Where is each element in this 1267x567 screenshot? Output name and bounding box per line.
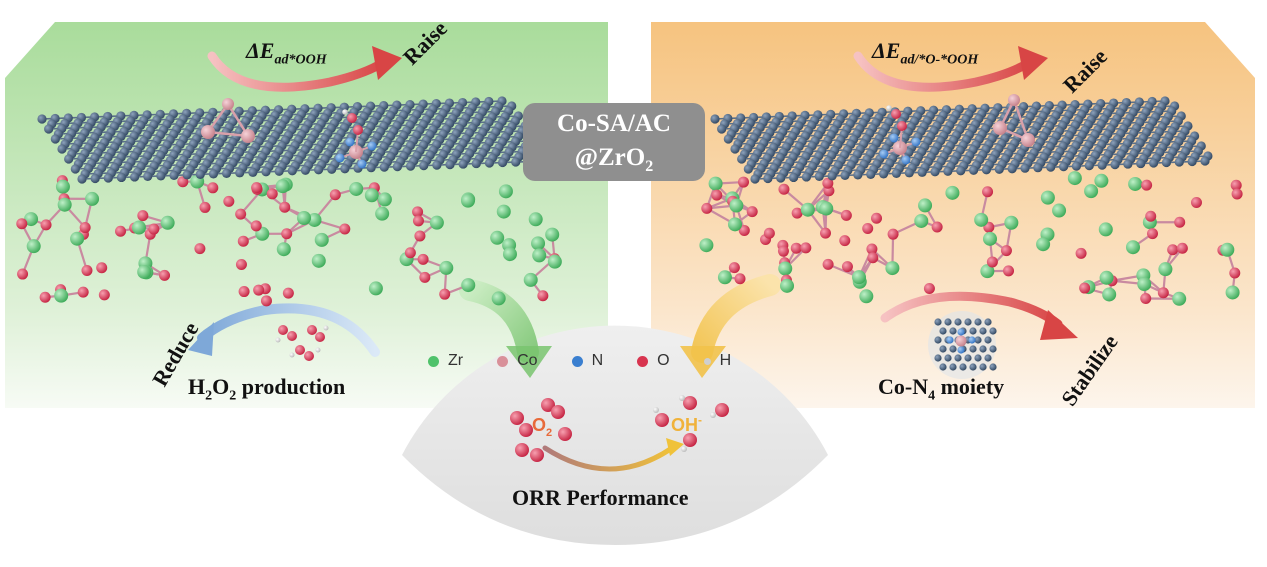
o2-label: O2 bbox=[532, 415, 552, 439]
left-co-sites bbox=[201, 98, 377, 169]
left-raise-arrow bbox=[207, 46, 402, 92]
right-co-sites bbox=[879, 94, 1035, 165]
legend-item-co: Co bbox=[497, 352, 538, 370]
stabilize-arrow bbox=[880, 291, 1078, 340]
zr-dot-icon bbox=[428, 355, 439, 367]
left-converge-arrow bbox=[459, 279, 552, 378]
orr-arc-background bbox=[402, 325, 828, 545]
legend-item-o: O bbox=[637, 352, 670, 370]
right-energy-label: ΔEad/*O-*OOH bbox=[872, 38, 979, 68]
legend-item-n: N bbox=[571, 352, 603, 370]
reduce-arrow bbox=[188, 303, 380, 357]
co-n4-moiety-label: Co-N4 moiety bbox=[878, 374, 1005, 404]
oh-label: OH- bbox=[671, 413, 702, 435]
right-raise-arrow bbox=[853, 46, 1048, 92]
o2-to-oh-arrowhead bbox=[666, 438, 684, 456]
o2-to-oh-curve bbox=[542, 445, 675, 472]
n-dot-icon bbox=[571, 355, 583, 367]
oh-molecules bbox=[653, 395, 729, 452]
catalyst-name: Co-SA/AC bbox=[557, 110, 671, 137]
legend-item-h: H bbox=[703, 352, 731, 370]
catalyst-label-badge: Co-SA/AC @ZrO2 bbox=[523, 103, 705, 181]
co-dot-icon bbox=[497, 355, 509, 367]
h2o2-production-label: H2O2 production bbox=[188, 374, 346, 404]
co-n4-moiety-icon bbox=[928, 311, 997, 379]
left-energy-label: ΔEad*OOH bbox=[246, 38, 327, 68]
h-dot-icon bbox=[703, 357, 711, 365]
orr-performance-label: ORR Performance bbox=[512, 485, 689, 510]
o2-molecules bbox=[510, 398, 572, 462]
left-graphene-sheet bbox=[37, 96, 550, 184]
h2o2-molecules bbox=[275, 325, 329, 361]
left-zro2-lattice bbox=[16, 174, 562, 307]
legend-item-zr: Zr bbox=[428, 352, 463, 370]
element-legend: Zr Co N O H bbox=[428, 352, 765, 370]
right-converge-arrow bbox=[680, 274, 781, 378]
right-zro2-lattice bbox=[699, 171, 1243, 306]
catalyst-support: @ZrO2 bbox=[574, 144, 654, 175]
o-dot-icon bbox=[637, 355, 649, 367]
